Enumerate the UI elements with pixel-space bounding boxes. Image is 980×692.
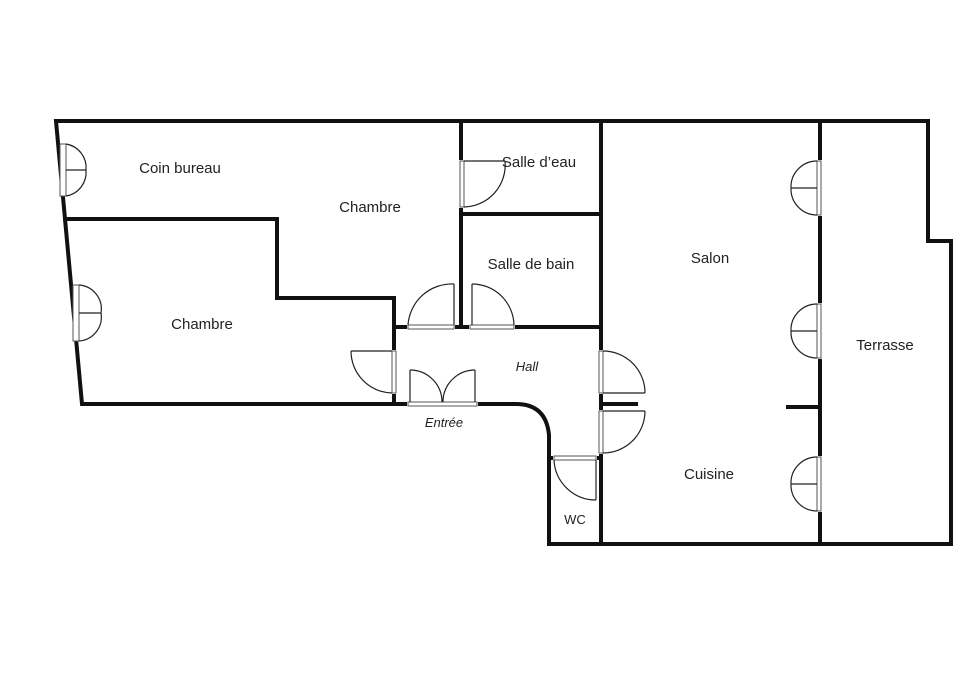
door-salon-terrasse-1 [790, 160, 824, 216]
door-salle-deau [457, 160, 506, 208]
label-salon: Salon [691, 250, 729, 267]
door-salle-de-bain [469, 283, 515, 332]
doors [59, 143, 824, 512]
window-chambre [72, 284, 102, 342]
door-cuisine-terrasse [790, 456, 824, 512]
label-chambre-1: Chambre [339, 199, 401, 216]
room-labels: Coin bureau Chambre Salle d’eau Salle de… [139, 154, 914, 527]
label-chambre-2: Chambre [171, 316, 233, 333]
label-wc: WC [564, 512, 586, 527]
window-coin-bureau [59, 143, 87, 197]
door-salon-terrasse-2 [790, 303, 824, 359]
door-wc [553, 454, 597, 501]
label-salle-de-bain: Salle de bain [488, 256, 575, 273]
door-entree [407, 369, 478, 409]
label-salle-deau: Salle d’eau [502, 154, 576, 171]
label-terrasse: Terrasse [856, 337, 914, 354]
label-entree: Entrée [425, 415, 463, 430]
door-salon-hall [597, 350, 646, 394]
label-hall: Hall [516, 359, 540, 374]
door-chambre-hall [407, 283, 455, 332]
door-cuisine-hall [597, 410, 646, 454]
exterior-walls [53, 119, 953, 546]
label-coin-bureau: Coin bureau [139, 160, 221, 177]
door-chambre-2 [350, 350, 399, 394]
label-cuisine: Cuisine [684, 466, 734, 483]
